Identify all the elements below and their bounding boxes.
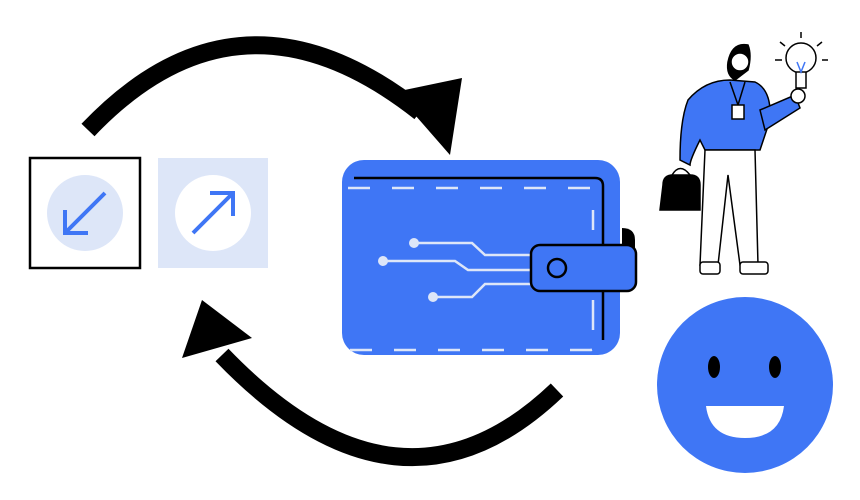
cycle-arrow-bottom — [182, 300, 564, 467]
digital-wallet-icon — [342, 160, 638, 355]
smiley-face-icon — [657, 297, 833, 473]
person-with-lightbulb — [659, 32, 828, 275]
outgoing-arrow-icon — [158, 158, 268, 268]
cycle-arrow-top — [81, 36, 462, 155]
incoming-arrow-icon — [28, 156, 142, 270]
